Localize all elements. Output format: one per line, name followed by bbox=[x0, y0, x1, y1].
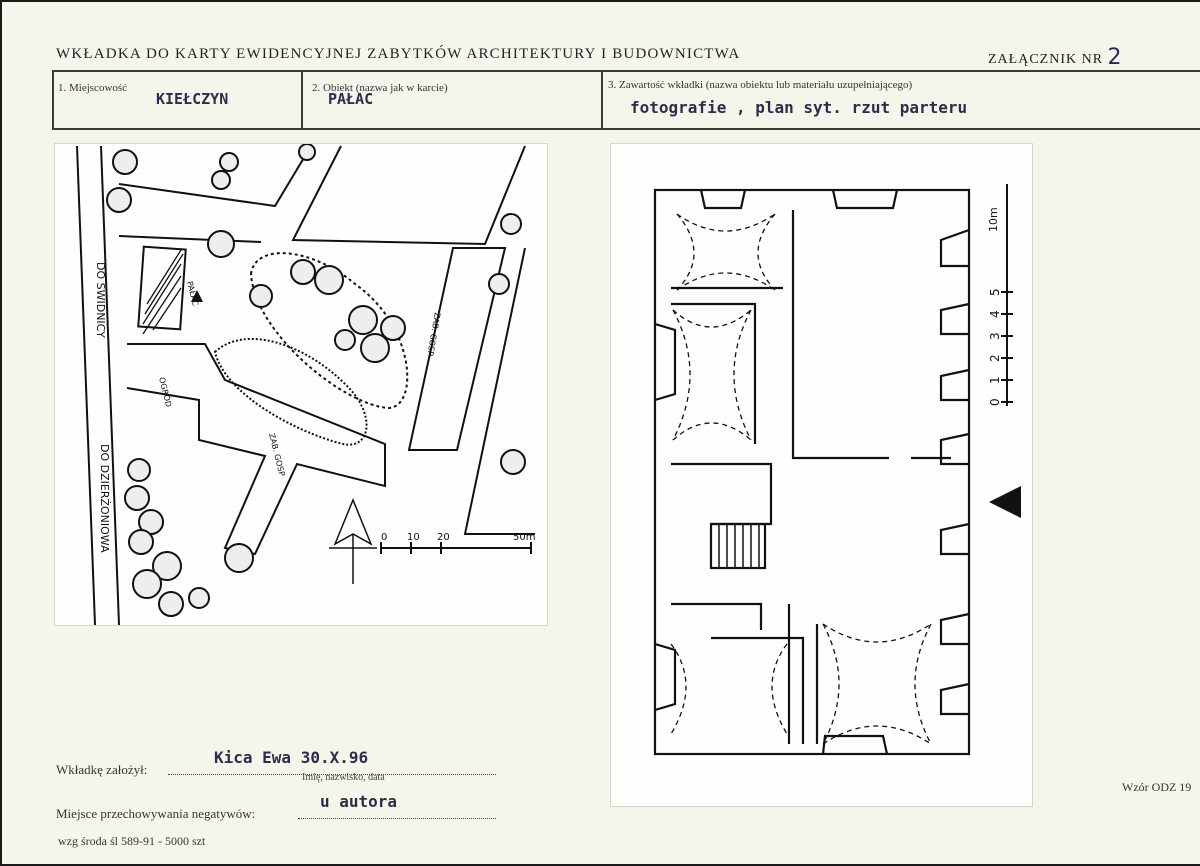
site-scale-tick-10: 10 bbox=[407, 532, 420, 543]
palace-label: PAŁAC bbox=[185, 280, 200, 307]
entrance-marker-icon bbox=[989, 486, 1021, 518]
floor-scale-tick-5: 5 bbox=[988, 288, 1002, 296]
floor-plan-drawing: 10m 0 1 2 3 4 5 bbox=[653, 184, 1021, 756]
site-scale-tick-50: 50m bbox=[513, 532, 535, 543]
road-label-swidnica: DO ŚWIDNICY bbox=[94, 262, 107, 338]
object-value: PAŁAC bbox=[328, 90, 374, 108]
storage-label: Miejsce przechowywania negatywów: bbox=[56, 806, 256, 821]
site-scale-tick-0: 0 bbox=[381, 532, 387, 543]
storage-value: u autora bbox=[320, 792, 398, 811]
header-rule-top bbox=[52, 70, 1200, 72]
form-code: Wzór ODZ 19 bbox=[1122, 780, 1192, 794]
road-label-dzierzoniow: DO DZIERŻONIOWA bbox=[98, 444, 111, 553]
attachment-number: 2 bbox=[1107, 45, 1123, 70]
building-label-2: ZAB. GOSP bbox=[267, 432, 286, 477]
storage-dotted-line bbox=[298, 818, 496, 819]
object-label: 2. Obiekt (nazwa jak w karcie) bbox=[312, 82, 448, 94]
contents-value: fotografie , plan syt. rzut parteru bbox=[630, 98, 968, 117]
floor-scale-tick-4: 4 bbox=[988, 310, 1002, 318]
locality-label: 1. Miejscowość bbox=[58, 82, 128, 94]
attachment-label: ZAŁĄCZNIK NR bbox=[988, 52, 1104, 67]
creator-caption: Imię, nazwisko, data bbox=[302, 772, 385, 783]
floor-scale-label: 10m bbox=[987, 207, 1000, 232]
garden-label: OGRÓD bbox=[157, 376, 175, 408]
site-scale-bar bbox=[380, 542, 532, 554]
site-scale-tick-20: 20 bbox=[437, 532, 450, 543]
attachment-number-label: ZAŁĄCZNIK NR 2 bbox=[988, 44, 1123, 70]
creator-value: Kica Ewa 30.X.96 bbox=[214, 748, 369, 767]
creator-dotted-line bbox=[168, 774, 496, 775]
site-plan-drawing: DO ŚWIDNICY DO DZIERŻONIOWA PAŁAC ZAB. G… bbox=[76, 143, 535, 626]
north-arrow-icon bbox=[329, 498, 377, 584]
site-plan-photo: DO ŚWIDNICY DO DZIERŻONIOWA PAŁAC ZAB. G… bbox=[54, 143, 548, 626]
header-rule-bottom bbox=[52, 128, 1200, 130]
floor-scale-tick-1: 1 bbox=[988, 376, 1002, 384]
floor-scale-tick-2: 2 bbox=[988, 354, 1002, 362]
card-title: WKŁADKA DO KARTY EWIDENCYJNEJ ZABYTKÓW A… bbox=[56, 46, 741, 62]
field-divider-2 bbox=[601, 70, 603, 130]
print-info: wzg środa śl 589-91 - 5000 szt bbox=[58, 834, 206, 848]
locality-value: KIEŁCZYN bbox=[156, 90, 229, 108]
floor-scale-tick-3: 3 bbox=[988, 332, 1002, 340]
contents-label: 3. Zawartość wkładki (nazwa obiektu lub … bbox=[608, 79, 913, 91]
floor-scale-tick-0: 0 bbox=[988, 398, 1002, 406]
floor-plan-photo: 10m 0 1 2 3 4 5 bbox=[610, 143, 1033, 807]
building-label-1: ZAB. GOSP bbox=[425, 312, 442, 357]
field-divider-left bbox=[52, 70, 54, 130]
field-divider-1 bbox=[301, 70, 303, 130]
floor-scale-bar bbox=[1001, 184, 1013, 406]
creator-label: Wkładkę założył: bbox=[56, 762, 148, 777]
